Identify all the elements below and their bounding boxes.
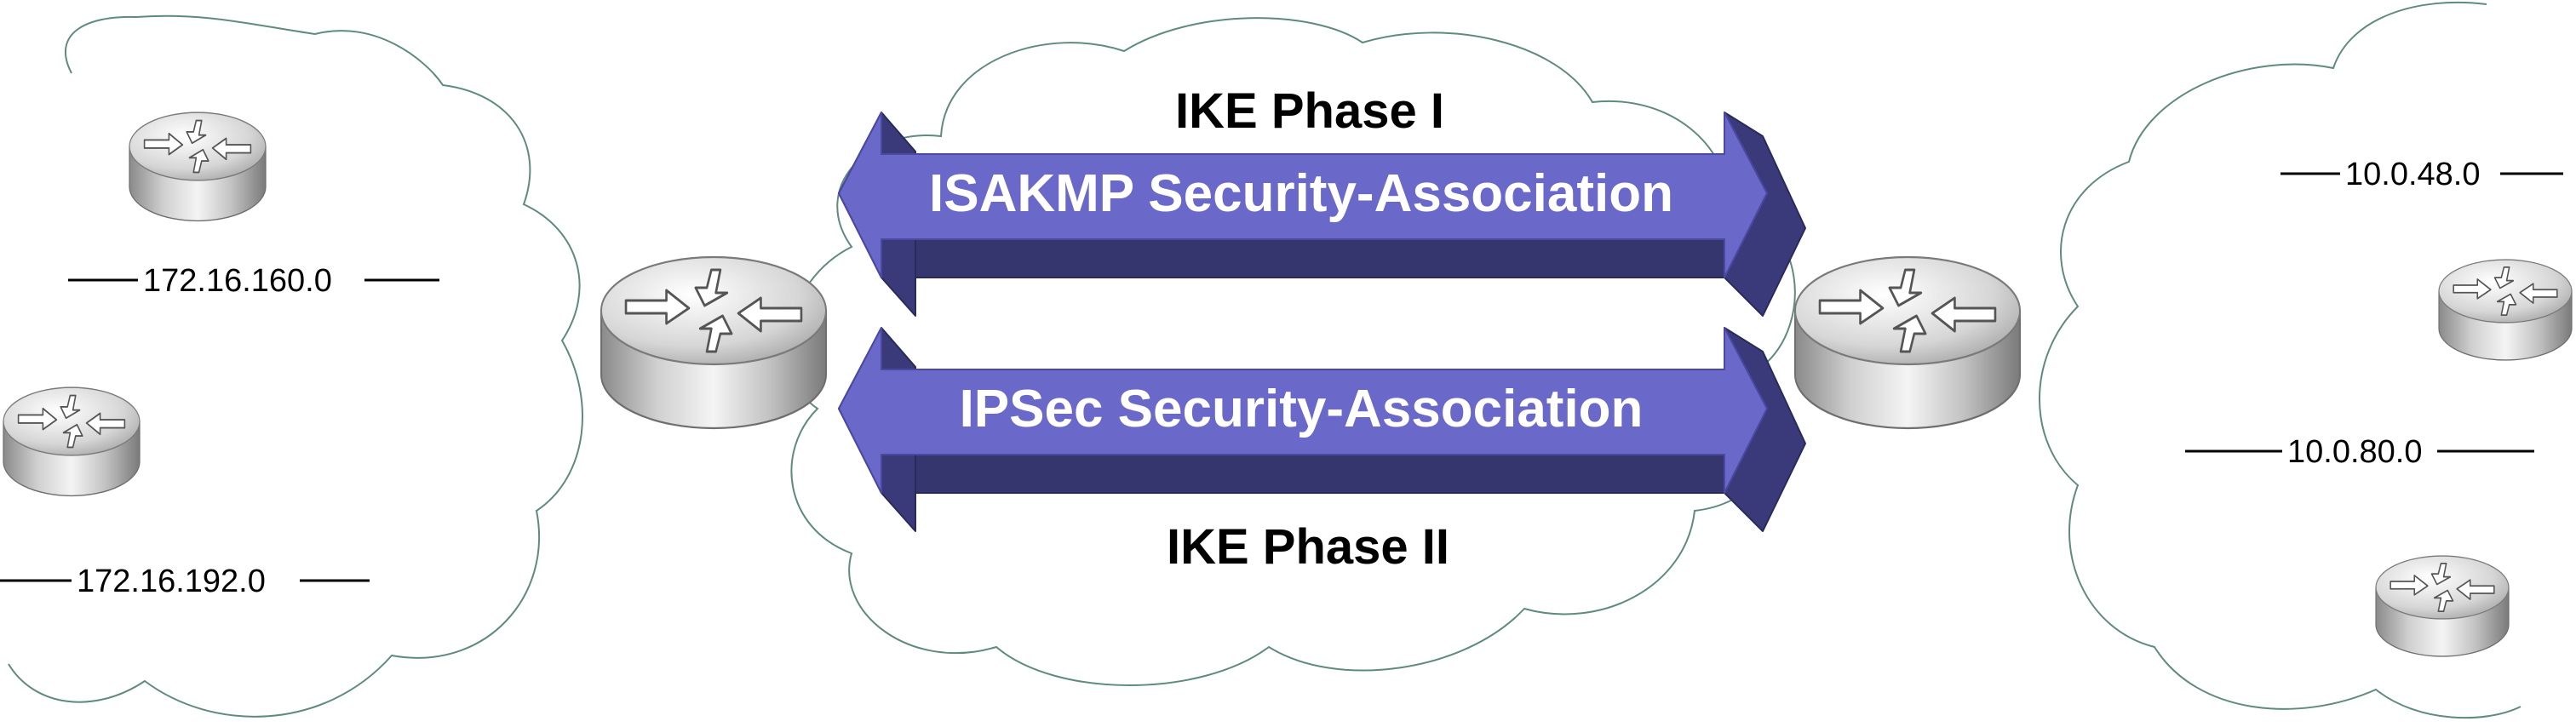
- ipsec-sa-arrow: [838, 327, 1806, 532]
- isakmp-sa-label: ISAKMP Security-Association: [929, 164, 1673, 223]
- left-network-label-1: 172.16.160.0: [143, 263, 332, 299]
- phase-1-title: IKE Phase I: [1175, 83, 1444, 139]
- ipsec-arrow-bottom: [881, 454, 1725, 494]
- left-network-label-2: 172.16.192.0: [77, 564, 266, 599]
- right-network-label-1: 10.0.48.0: [2345, 157, 2480, 192]
- left-host-router-2-icon: [3, 386, 141, 497]
- isakmp-arrow-face: [838, 112, 1768, 278]
- left-host-router-icon: [129, 112, 267, 222]
- phase-2-title: IKE Phase II: [1167, 519, 1449, 575]
- ipsec-arrow-face: [838, 327, 1768, 494]
- isakmp-sa-arrow: [838, 112, 1806, 317]
- left-gateway-router-icon: [600, 255, 828, 430]
- right-host-router-2-icon: [2375, 555, 2510, 657]
- ipsec-sa-label: IPSec Security-Association: [960, 380, 1644, 438]
- right-gateway-router-icon: [1793, 255, 2022, 430]
- left-site-cloud: [8, 14, 583, 718]
- right-host-router-icon: [2438, 259, 2573, 361]
- isakmp-arrow-bottom: [881, 238, 1725, 278]
- right-site-cloud: [2039, 1, 2521, 719]
- right-network-label-2: 10.0.80.0: [2287, 434, 2422, 470]
